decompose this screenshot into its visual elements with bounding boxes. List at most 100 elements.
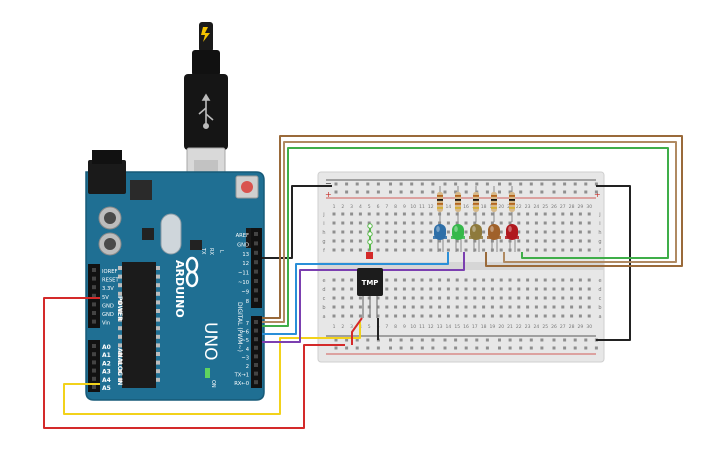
breadboard-hole[interactable] [411,287,415,291]
breadboard-hole[interactable] [420,296,424,300]
breadboard-hole[interactable] [429,278,433,282]
rail-hole[interactable] [410,182,414,186]
breadboard-hole[interactable] [385,314,389,318]
breadboard-hole[interactable] [534,296,538,300]
header-hole[interactable] [254,241,258,246]
rail-hole[interactable] [475,182,479,186]
breadboard-hole[interactable] [578,287,582,291]
breadboard-hole[interactable] [526,314,530,318]
breadboard-hole[interactable] [367,305,371,309]
header-hole[interactable] [254,345,258,350]
breadboard-hole[interactable] [570,287,574,291]
rail-hole[interactable] [366,346,370,350]
breadboard-hole[interactable] [455,248,459,252]
breadboard-hole[interactable] [332,239,336,243]
rail-hole[interactable] [498,346,501,350]
rail-hole[interactable] [399,190,403,194]
breadboard-hole[interactable] [561,305,565,309]
breadboard-hole[interactable] [517,296,521,300]
header-hole[interactable] [92,368,96,373]
rail-hole[interactable] [420,346,424,350]
breadboard-hole[interactable] [402,278,406,282]
breadboard-hole[interactable] [385,296,389,300]
breadboard-hole[interactable] [482,239,486,243]
breadboard-hole[interactable] [455,314,459,318]
breadboard-hole[interactable] [394,278,398,282]
breadboard-hole[interactable] [517,239,521,243]
rail-hole[interactable] [552,182,556,186]
rail-hole[interactable] [475,346,479,350]
breadboard-hole[interactable] [350,248,354,252]
rail-hole[interactable] [529,190,533,194]
rail-hole[interactable] [399,338,403,342]
rail-hole[interactable] [443,346,447,350]
breadboard-hole[interactable] [429,248,433,252]
breadboard-hole[interactable] [499,212,503,216]
rail-hole[interactable] [464,182,468,186]
breadboard-hole[interactable] [411,239,415,243]
rail-hole[interactable] [334,182,338,186]
breadboard-hole[interactable] [578,248,582,252]
breadboard-hole[interactable] [394,248,398,252]
breadboard-hole[interactable] [402,239,406,243]
breadboard-hole[interactable] [473,287,477,291]
breadboard-hole[interactable] [570,230,574,234]
breadboard-hole[interactable] [464,248,468,252]
breadboard-hole[interactable] [587,230,591,234]
breadboard-hole[interactable] [420,314,424,318]
breadboard-hole[interactable] [543,221,547,225]
rail-hole[interactable] [508,182,512,186]
rail-hole[interactable] [485,346,489,350]
breadboard-hole[interactable] [561,221,565,225]
breadboard-hole[interactable] [455,221,459,225]
breadboard-hole[interactable] [429,296,433,300]
breadboard-hole[interactable] [526,305,530,309]
breadboard-hole[interactable] [446,221,450,225]
rail-hole[interactable] [519,182,523,186]
breadboard-hole[interactable] [464,212,468,216]
header-hole[interactable] [92,311,96,315]
breadboard-hole[interactable] [446,230,450,234]
breadboard-hole[interactable] [578,296,582,300]
rail-hole[interactable] [498,338,501,342]
breadboard-hole[interactable] [517,221,521,225]
breadboard-hole[interactable] [561,278,565,282]
header-hole[interactable] [254,250,258,255]
breadboard-hole[interactable] [358,221,362,225]
header-hole[interactable] [254,371,258,376]
breadboard-hole[interactable] [394,296,398,300]
breadboard-hole[interactable] [534,287,538,291]
breadboard-hole[interactable] [429,314,433,318]
breadboard-hole[interactable] [508,212,512,216]
breadboard-hole[interactable] [420,305,424,309]
breadboard-hole[interactable] [350,212,354,216]
breadboard-hole[interactable] [411,278,415,282]
breadboard-hole[interactable] [446,212,450,216]
breadboard-hole[interactable] [455,305,459,309]
breadboard-hole[interactable] [464,239,468,243]
breadboard-hole[interactable] [570,212,574,216]
rail-hole[interactable] [498,182,501,186]
breadboard-hole[interactable] [534,314,538,318]
breadboard-hole[interactable] [402,212,406,216]
breadboard-hole[interactable] [402,230,406,234]
breadboard-hole[interactable] [543,287,547,291]
breadboard-hole[interactable] [341,248,345,252]
header-hole[interactable] [92,385,96,389]
rail-hole[interactable] [540,182,544,186]
breadboard-hole[interactable] [508,305,512,309]
rail-hole[interactable] [540,190,544,194]
breadboard-hole[interactable] [543,230,547,234]
breadboard-hole[interactable] [429,212,433,216]
breadboard-hole[interactable] [341,314,345,318]
breadboard-hole[interactable] [376,248,380,252]
breadboard-hole[interactable] [394,305,398,309]
rail-hole[interactable] [573,190,577,194]
breadboard-hole[interactable] [490,287,494,291]
breadboard-hole[interactable] [394,314,398,318]
breadboard-hole[interactable] [508,278,512,282]
breadboard-hole[interactable] [341,305,345,309]
header-hole[interactable] [254,380,258,385]
breadboard-hole[interactable] [561,230,565,234]
breadboard-hole[interactable] [561,212,565,216]
